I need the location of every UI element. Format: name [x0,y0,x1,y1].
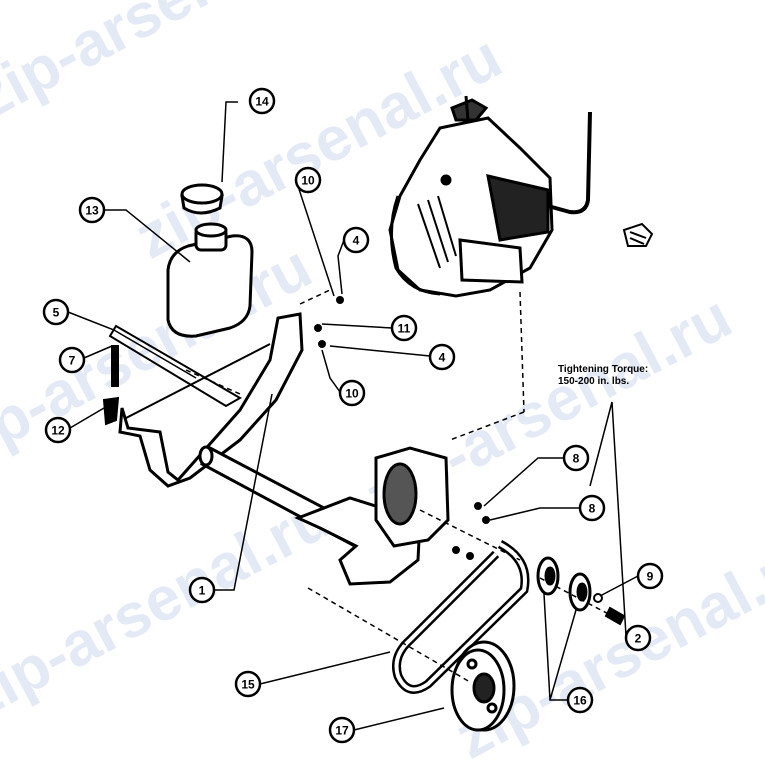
callout-15: 15 [234,670,262,698]
callout-13-label: 13 [85,204,99,218]
torque-note-line-1: Tightening Torque: [558,364,649,375]
callout-9-label: 9 [647,570,654,584]
callout-4-top: 4 [342,226,370,254]
callout-12: 12 [44,416,72,444]
callout-10-top: 10 [294,166,322,194]
callout-4-mid-label: 4 [439,351,446,365]
callout-4-mid: 4 [428,343,456,371]
callout-10-top-label: 10 [301,174,315,188]
hardware [102,296,626,626]
callout-2: 2 [624,624,652,652]
callout-8-upper: 8 [562,444,590,472]
callout-8-lower-label: 8 [589,502,596,516]
torque-note: Tightening Torque: 150-200 in. lbs. [558,364,648,388]
callout-5-label: 5 [53,306,60,320]
callout-8-lower: 8 [578,494,606,522]
chassis-plate [294,446,450,586]
callout-7-label: 7 [69,354,76,368]
watermark-5: zip-arsenal.ru [0,482,343,732]
callouts: 14 13 10 4 5 7 12 11 [42,87,664,744]
pulley-halves [536,556,592,612]
assembly-lines [185,289,621,683]
torque-note-line-2: 150-200 in. lbs. [558,376,630,387]
callout-14-label: 14 [255,95,269,109]
callout-14: 14 [248,87,276,115]
plug-boot [622,222,654,247]
callout-8-upper-label: 8 [573,452,580,466]
callout-13: 13 [78,196,106,224]
callout-11: 11 [390,314,418,342]
callout-9: 9 [636,562,664,590]
callout-1-label: 1 [199,584,206,598]
fuel-tank [166,222,254,338]
leader-lines [67,101,639,731]
callout-12-label: 12 [51,424,65,438]
callout-17: 17 [328,716,356,744]
callout-11-label: 11 [398,322,411,336]
callout-10-mid-label: 10 [345,387,359,401]
callout-15-label: 15 [241,678,255,692]
throttle-cable [547,111,592,215]
callout-2-label: 2 [635,632,642,646]
large-pulley [450,640,516,732]
engine [388,95,554,298]
callout-16-label: 16 [573,694,587,708]
callout-17-label: 17 [335,724,349,738]
watermark-1: zip-arsenal.ru [0,0,353,132]
callout-7: 7 [58,346,86,374]
drive-belt [392,540,530,694]
callout-10-mid: 10 [338,379,366,407]
callout-5: 5 [42,298,70,326]
fuel-cap [180,183,224,215]
callout-4-top-label: 4 [353,234,360,248]
callout-16: 16 [566,686,594,714]
callout-1: 1 [188,576,216,604]
